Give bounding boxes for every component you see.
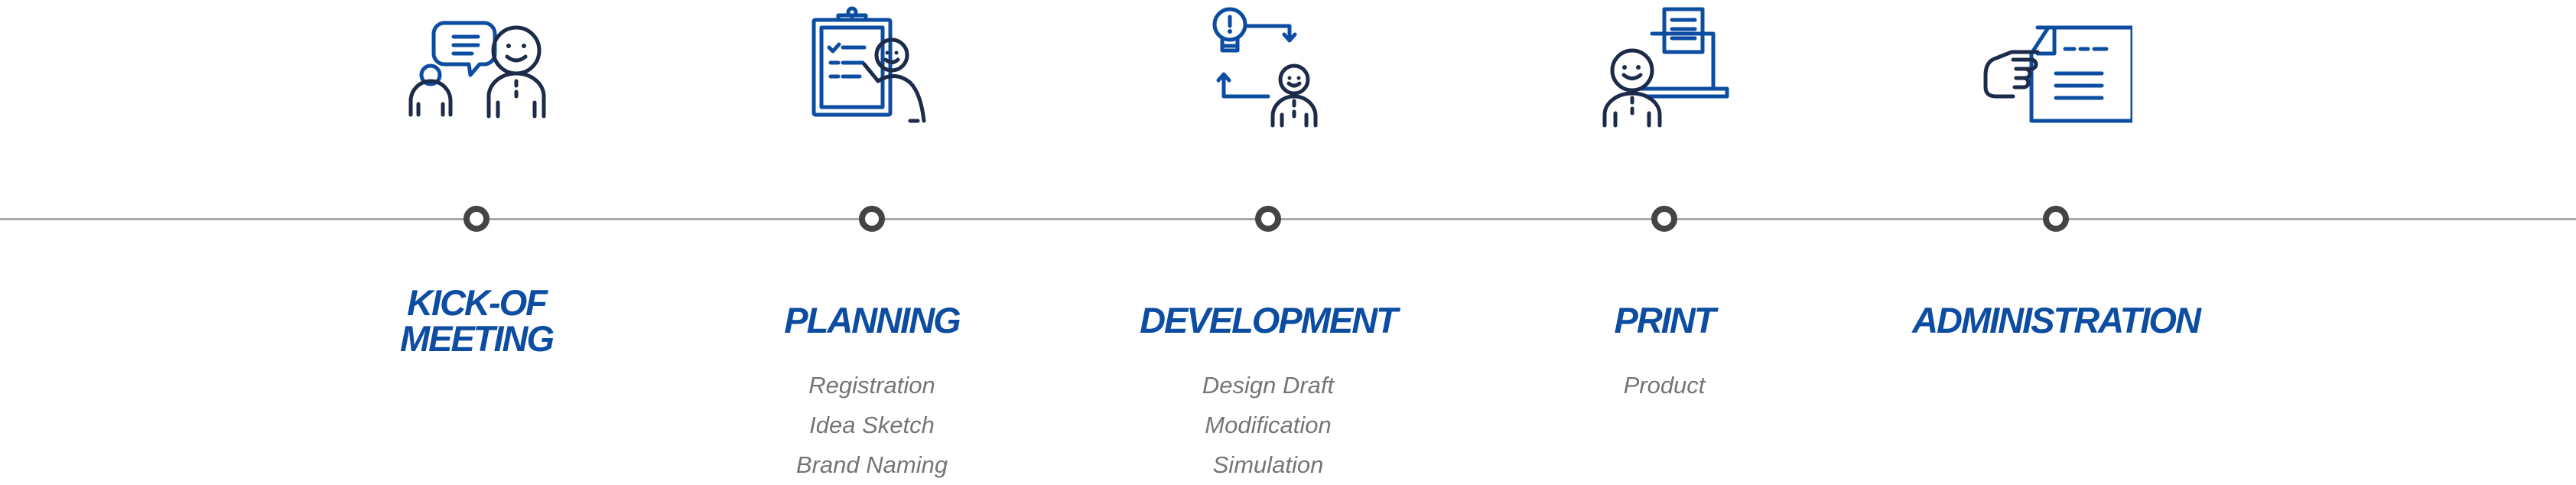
timeline-node (859, 206, 885, 232)
list-item: Idea Sketch (809, 412, 935, 438)
list-item: Design Draft (1202, 372, 1335, 399)
timeline-node (2043, 206, 2069, 232)
list-item: Registration (808, 372, 935, 399)
idea-cycle-icon (1192, 6, 1345, 129)
stage-title: DEVELOPMENT (1140, 300, 1398, 340)
printer-person-icon (1588, 6, 1741, 129)
stage-title: ADMINISTRATION (1912, 300, 2201, 340)
stage-items: Registration Idea Sketch Brand Naming (711, 366, 1033, 485)
timeline-node (1255, 206, 1281, 232)
list-item: Modification (1205, 412, 1332, 438)
document-hand-icon (1979, 6, 2132, 129)
stage-items: Design Draft Modification Simulation (1107, 366, 1429, 485)
timeline-node (463, 206, 490, 232)
list-item: Brand Naming (795, 451, 948, 478)
timeline-line (0, 218, 2576, 220)
list-item: Product (1623, 372, 1706, 399)
list-item: Simulation (1212, 451, 1324, 478)
stage-title: PLANNING (784, 300, 961, 340)
stage-administration: ADMINISTRATION (1895, 0, 2217, 479)
stage-development: DEVELOPMENT Design Draft Modification Si… (1107, 0, 1429, 479)
stage-planning: PLANNING Registration Idea Sketch Brand … (711, 0, 1033, 479)
stage-kickoff: KICK-OF MEETING (316, 0, 637, 479)
stage-items: Product (1504, 366, 1825, 405)
stage-title: PRINT (1614, 300, 1716, 340)
clipboard-plan-icon (795, 6, 948, 129)
stage-print: PRINT Product (1504, 0, 1825, 479)
timeline-node (1651, 206, 1677, 232)
meeting-icon (400, 6, 553, 129)
stage-title: KICK-OF MEETING (399, 282, 555, 359)
